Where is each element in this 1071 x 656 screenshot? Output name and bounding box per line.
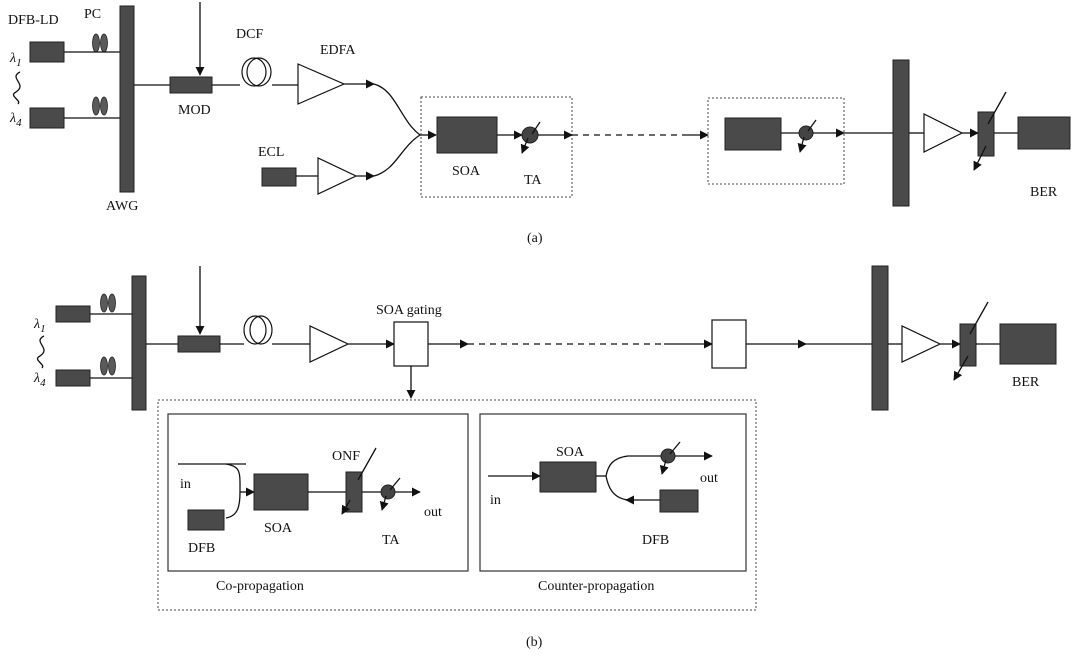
co-label-out: out — [424, 505, 442, 520]
co-soa — [253, 473, 309, 511]
soa-module-1 — [420, 96, 573, 198]
label-lambda4: λ4 — [9, 111, 22, 129]
dcf-coil-b — [243, 315, 273, 345]
pc-4 — [92, 96, 108, 116]
soa-2 — [724, 117, 782, 151]
counter-label-dfb: DFB — [642, 533, 669, 548]
pc-1-b — [100, 293, 116, 313]
soa-gating-box-1 — [393, 321, 429, 367]
label-ber-b: BER — [1012, 375, 1040, 390]
panel-a: DFB-LD PC λ1 λ4 AWG MOD — [8, 2, 1071, 246]
awg-mux — [119, 5, 135, 193]
edfa-amplifier-b — [309, 325, 350, 363]
label-ber: BER — [1030, 185, 1058, 200]
counter-soa — [539, 461, 597, 493]
channel-wiggle-b — [36, 335, 45, 369]
soa-1 — [436, 116, 498, 154]
soa-module-2 — [707, 97, 845, 185]
co-label-dfb: DFB — [188, 541, 215, 556]
label-lambda4-b: λ4 — [33, 371, 46, 389]
co-label-in: in — [180, 477, 191, 492]
dfb-laser-1 — [29, 41, 65, 63]
co-propagation-box — [167, 413, 469, 572]
counter-dfb-laser — [659, 489, 699, 513]
edfa-amplifier — [297, 63, 346, 105]
pc-4-b — [100, 356, 116, 376]
modulator-b — [177, 335, 221, 353]
co-dfb-laser — [187, 509, 225, 531]
caption-a: (a) — [527, 231, 543, 246]
channel-wiggle-a — [12, 71, 21, 105]
label-pc: PC — [84, 7, 101, 22]
dfb-laser-4 — [29, 107, 65, 129]
dfb-laser-1-b — [55, 305, 91, 323]
counter-propagation-box — [479, 413, 747, 572]
label-lambda1-b: λ1 — [33, 317, 46, 335]
pc-1 — [92, 33, 108, 53]
tunable-filter — [977, 111, 995, 157]
label-dcf: DCF — [236, 27, 263, 42]
counter-label-soa: SOA — [556, 445, 585, 460]
dfb-laser-4-b — [55, 369, 91, 387]
tunable-filter-b — [959, 323, 977, 367]
dcf-coil — [241, 57, 272, 87]
receiver-amplifier-b — [901, 325, 942, 363]
receiver-amplifier — [923, 113, 964, 153]
label-soa-gating: SOA gating — [376, 303, 442, 318]
label-lambda1: λ1 — [9, 51, 22, 69]
label-awg: AWG — [106, 199, 138, 214]
label-ecl: ECL — [258, 145, 284, 160]
ecl-laser — [261, 167, 297, 187]
panel-b: λ1 λ4 SOA gating — [33, 265, 1057, 650]
label-edfa: EDFA — [320, 43, 356, 58]
ber-tester-b — [999, 323, 1057, 365]
awg-mux-b — [131, 275, 147, 411]
ber-tester — [1017, 116, 1071, 150]
modulator — [169, 76, 213, 94]
label-ta: TA — [524, 173, 542, 188]
caption-b: (b) — [526, 635, 543, 650]
awg-demux-b — [871, 265, 889, 411]
co-label-onf: ONF — [332, 449, 360, 464]
label-soa: SOA — [452, 164, 481, 179]
counter-label-out: out — [700, 471, 718, 486]
counter-label-in: in — [490, 493, 501, 508]
label-mod: MOD — [178, 103, 211, 118]
co-propagation-title: Co-propagation — [216, 579, 304, 594]
soa-gating-box-2 — [711, 319, 747, 369]
ecl-amplifier — [317, 157, 358, 195]
co-label-ta: TA — [382, 533, 400, 548]
counter-propagation-title: Counter-propagation — [538, 579, 654, 594]
label-dfb-ld: DFB-LD — [8, 13, 59, 28]
co-label-soa: SOA — [264, 521, 293, 536]
awg-demux — [892, 59, 910, 207]
